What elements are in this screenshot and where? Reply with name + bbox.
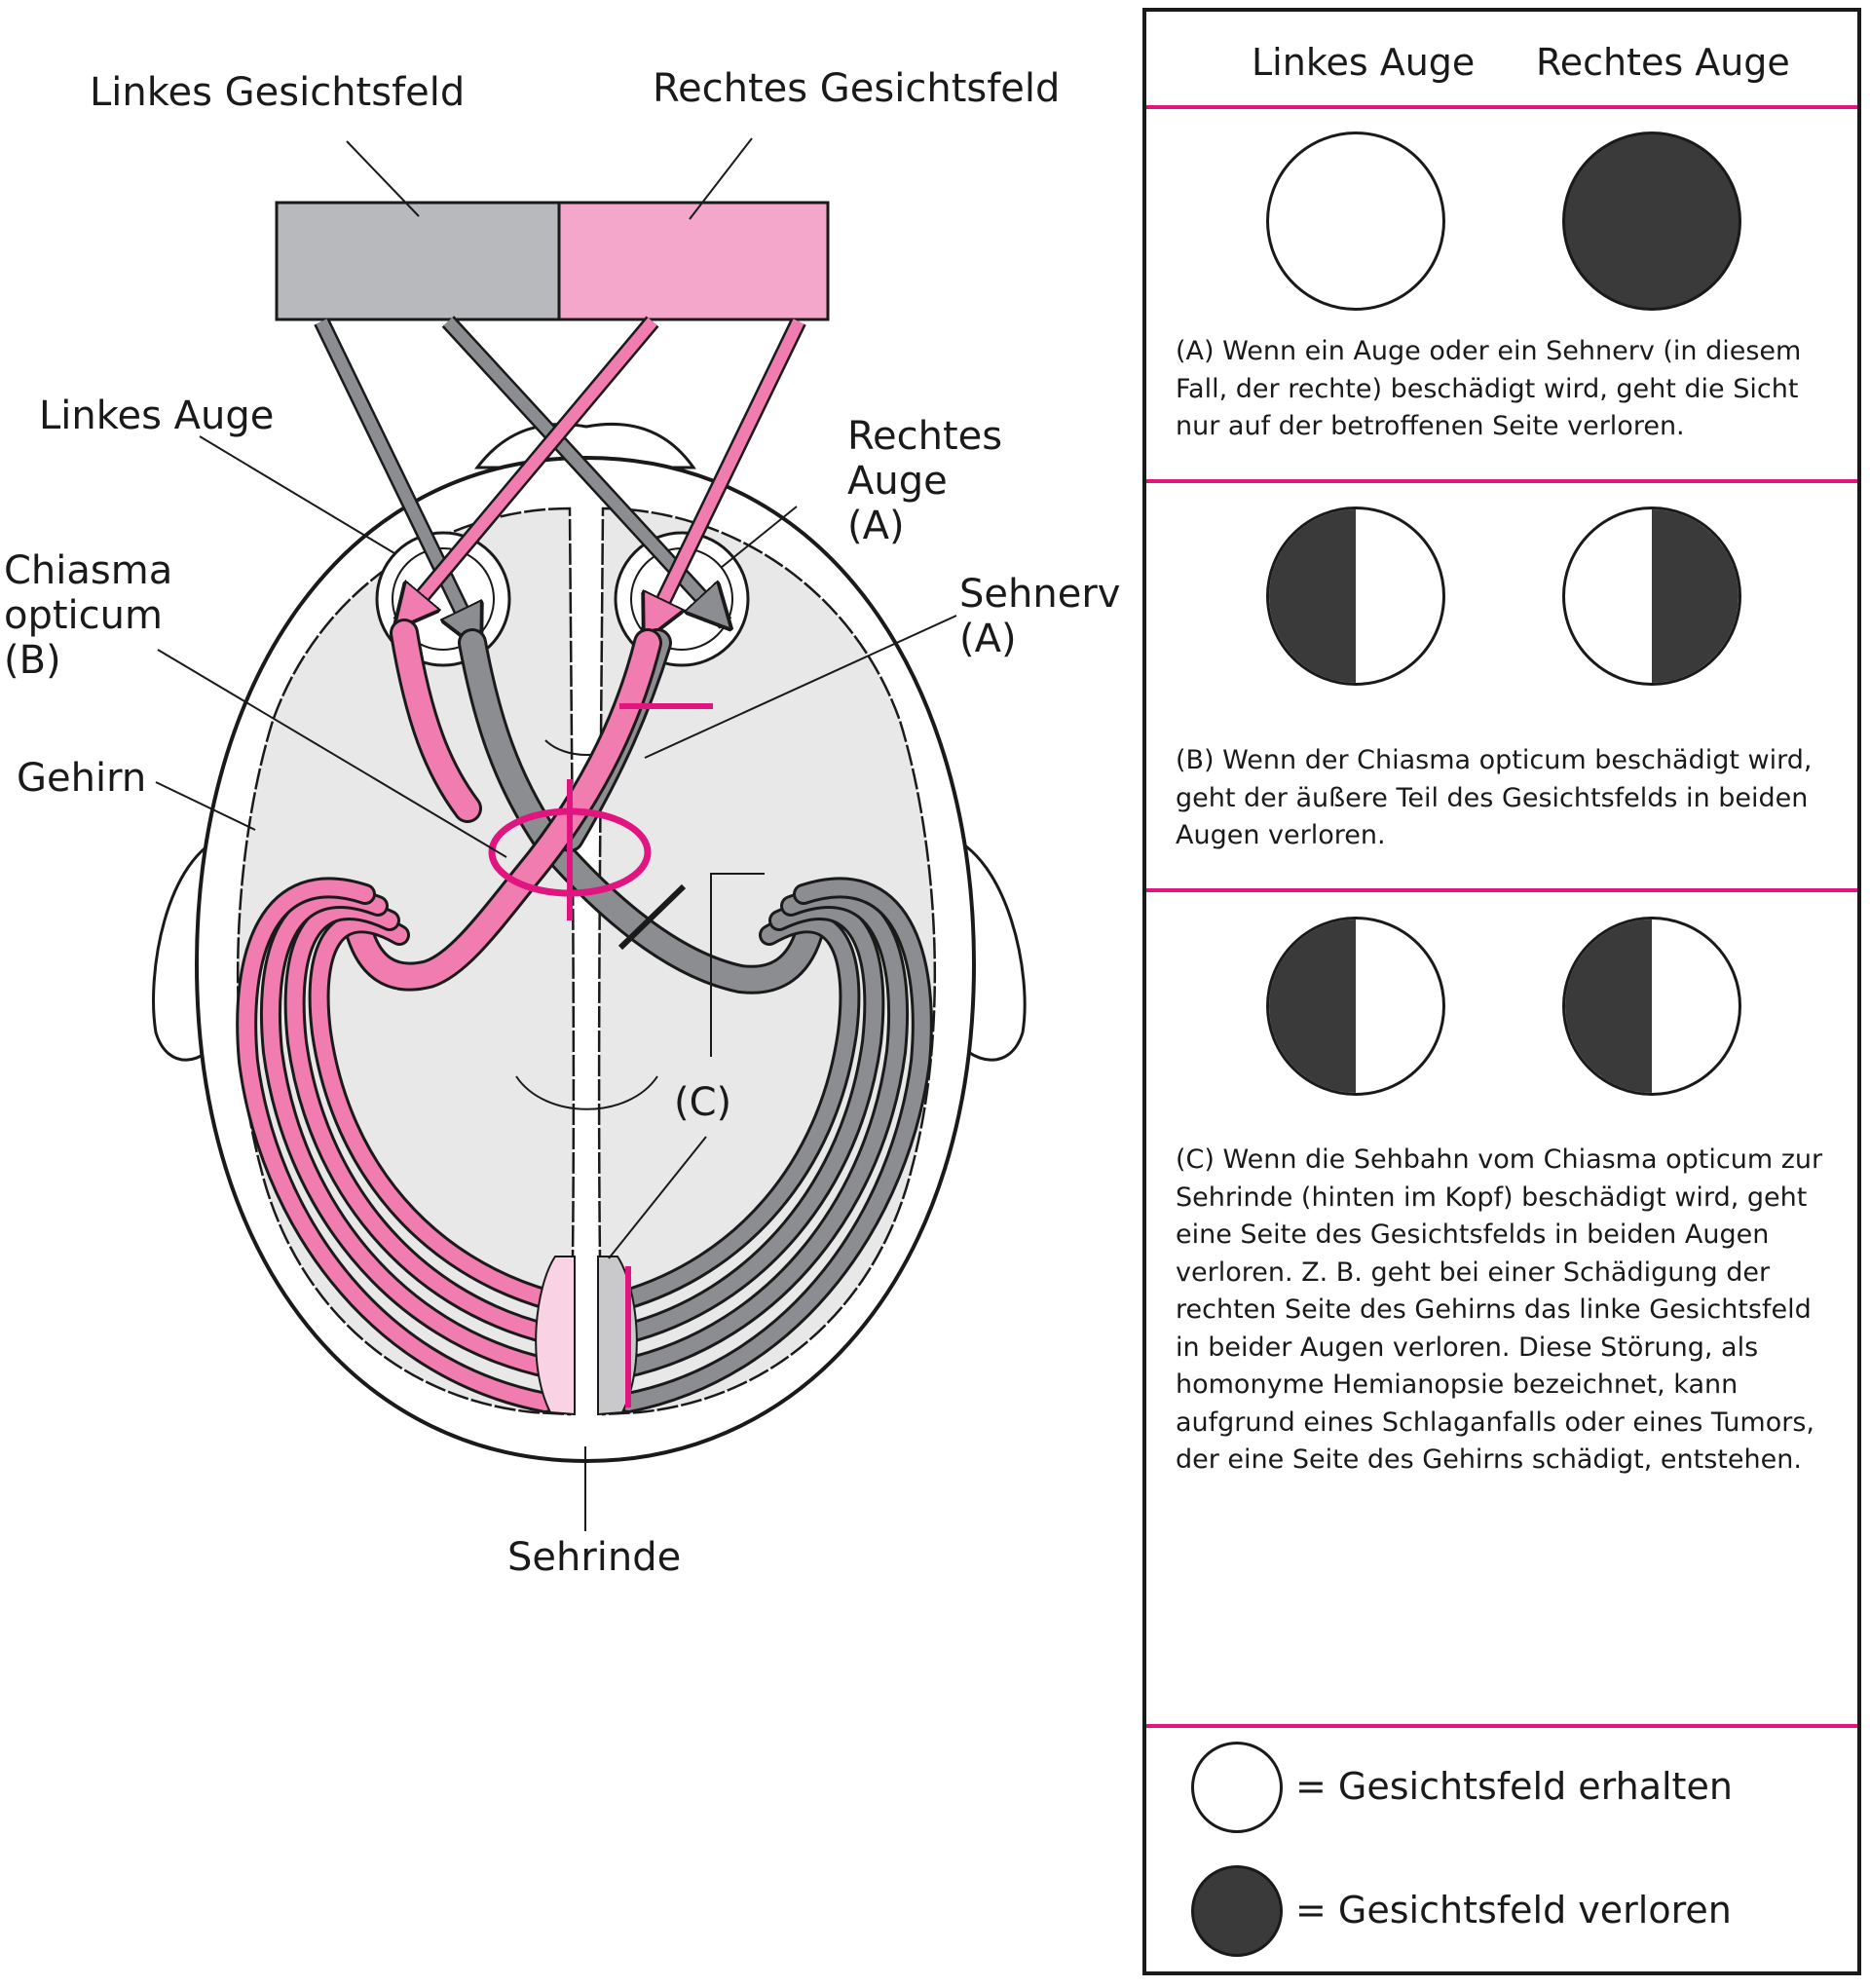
label-left-eye: Linkes Auge: [39, 394, 275, 438]
separator: [1146, 479, 1857, 483]
lesion-tract-marker: [617, 883, 687, 951]
header-left-eye: Linkes Auge: [1252, 41, 1476, 84]
section-c-left-eye-field: [1266, 917, 1445, 1096]
lost-half: [1269, 919, 1356, 1093]
right-field-rect: [557, 201, 830, 321]
pink-pathway: [236, 619, 662, 1413]
legend-intact-text: = Gesichtsfeld erhalten: [1295, 1765, 1733, 1808]
label-brain: Gehirn: [17, 756, 147, 801]
section-a-text: (A) Wenn ein Auge oder ein Sehnerv (in d…: [1176, 336, 1802, 441]
left-field-rect: [275, 201, 561, 321]
section-a-right-eye-field: [1562, 131, 1741, 311]
lost-half: [1652, 509, 1739, 683]
label-optic-nerve: Sehnerv (A): [959, 572, 1121, 661]
light-rays: [314, 316, 806, 643]
label-visual-cortex: Sehrinde: [507, 1535, 682, 1580]
leader-lines: [155, 137, 957, 1531]
header-right-eye: Rechtes Auge: [1536, 41, 1790, 84]
legend-lost-icon: [1191, 1865, 1283, 1957]
section-b-right-eye-field: [1562, 506, 1741, 686]
legend-intact-icon: [1191, 1742, 1283, 1833]
label-chiasma: Chiasma opticum (B): [4, 548, 173, 683]
cortex-left: [535, 1256, 576, 1416]
separator: [1146, 1724, 1857, 1728]
legend-lost-text: = Gesichtsfeld verloren: [1295, 1889, 1732, 1932]
visual-field-loss-panel: Linkes Auge Rechtes Auge (A) Wenn ein Au…: [1142, 8, 1861, 1975]
lost-half: [1565, 919, 1652, 1093]
section-b-left-eye-field: [1266, 506, 1445, 686]
visual-pathway-svg: [152, 137, 1027, 1531]
separator: [1146, 888, 1857, 892]
label-right-eye: Rechtes Auge (A): [847, 414, 1003, 548]
visual-pathway-diagram: Linkes Gesichtsfeld Rechtes Gesichtsfeld…: [4, 66, 1121, 1580]
separator: [1146, 105, 1857, 109]
section-c-text: (C) Wenn die Sehbahn vom Chiasma opticum…: [1176, 1144, 1823, 1475]
label-right-visual-field: Rechtes Gesichtsfeld: [653, 66, 1061, 111]
label-left-visual-field: Linkes Gesichtsfeld: [90, 70, 466, 115]
section-c-right-eye-field: [1562, 917, 1741, 1096]
label-lesion-c: (C): [674, 1080, 732, 1125]
section-a-left-eye-field: [1266, 131, 1445, 311]
lost-half: [1269, 509, 1356, 683]
section-b-text: (B) Wenn der Chiasma opticum beschädigt …: [1176, 745, 1813, 850]
